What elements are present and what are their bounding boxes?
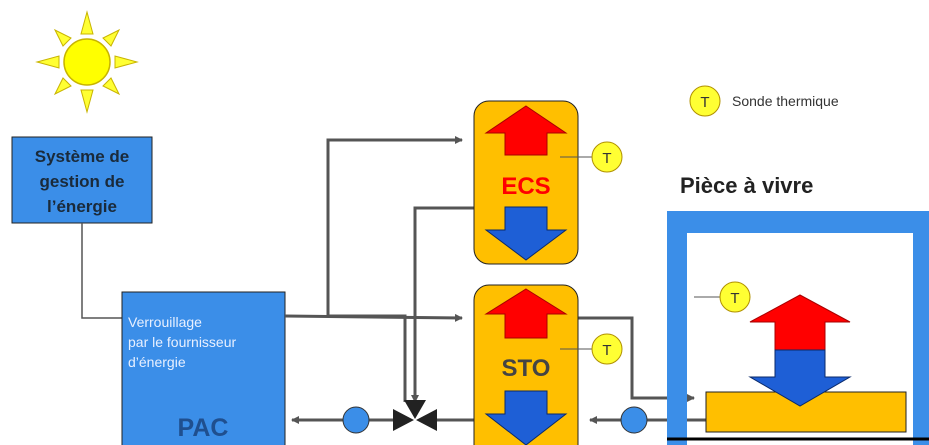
room-cold-arrow-icon <box>748 349 852 407</box>
pipe-return-ecs <box>411 206 474 403</box>
living-room: T <box>667 211 929 445</box>
pump-right-icon <box>620 406 648 434</box>
ecs-sensor-symbol: T <box>602 150 611 167</box>
sto-sensor-symbol: T <box>602 342 611 359</box>
sto-sensor-icon <box>591 333 623 365</box>
energy-management-line2: gestion de <box>39 172 124 191</box>
heat-pump-box: Verrouillage par le fournisseur d’énergi… <box>121 291 286 445</box>
room-sensor-symbol: T <box>730 290 739 307</box>
sun-icon <box>35 10 139 114</box>
control-line <box>81 223 122 319</box>
energy-management-box: Système de gestion de l’énergie <box>11 136 153 224</box>
heat-pump-lock-line2: par le fournisseur <box>128 334 237 350</box>
ecs-tank: ECS <box>473 100 579 265</box>
ecs-sensor-icon <box>591 141 623 173</box>
room-hot-arrow-icon <box>749 294 851 351</box>
ecs-sensor: T <box>560 141 623 173</box>
ecs-label: ECS <box>501 173 550 200</box>
energy-management-line3: l’énergie <box>47 197 117 216</box>
room-title: Pièce à vivre <box>680 173 813 198</box>
pipe-sto-room <box>578 316 695 402</box>
legend-label: Sonde thermique <box>732 93 839 109</box>
pump-left-icon <box>342 406 370 434</box>
ecs-cold-arrow-icon <box>484 206 568 261</box>
heat-pump-lock-line3: d’énergie <box>128 354 186 370</box>
pipe-supply-ecs <box>326 136 463 316</box>
heat-pump-lock-line1: Verrouillage <box>128 314 202 330</box>
heat-pump-label: PAC <box>178 414 229 442</box>
room-sensor-icon <box>719 281 751 313</box>
sto-cold-arrow-icon <box>484 390 568 445</box>
ecs-hot-arrow-icon <box>484 105 568 156</box>
legend-sensor-icon <box>689 85 721 117</box>
legend-symbol: T <box>700 94 709 111</box>
sto-label: STO <box>502 355 551 382</box>
sto-hot-arrow-icon <box>484 288 568 339</box>
sto-tank: STO <box>473 284 579 445</box>
energy-management-line1: Système de <box>35 147 130 166</box>
three-way-valve-icon <box>393 400 437 431</box>
sto-sensor: T <box>560 333 623 365</box>
legend: T Sonde thermique <box>689 85 839 117</box>
pipe-supply-valve <box>328 314 407 402</box>
